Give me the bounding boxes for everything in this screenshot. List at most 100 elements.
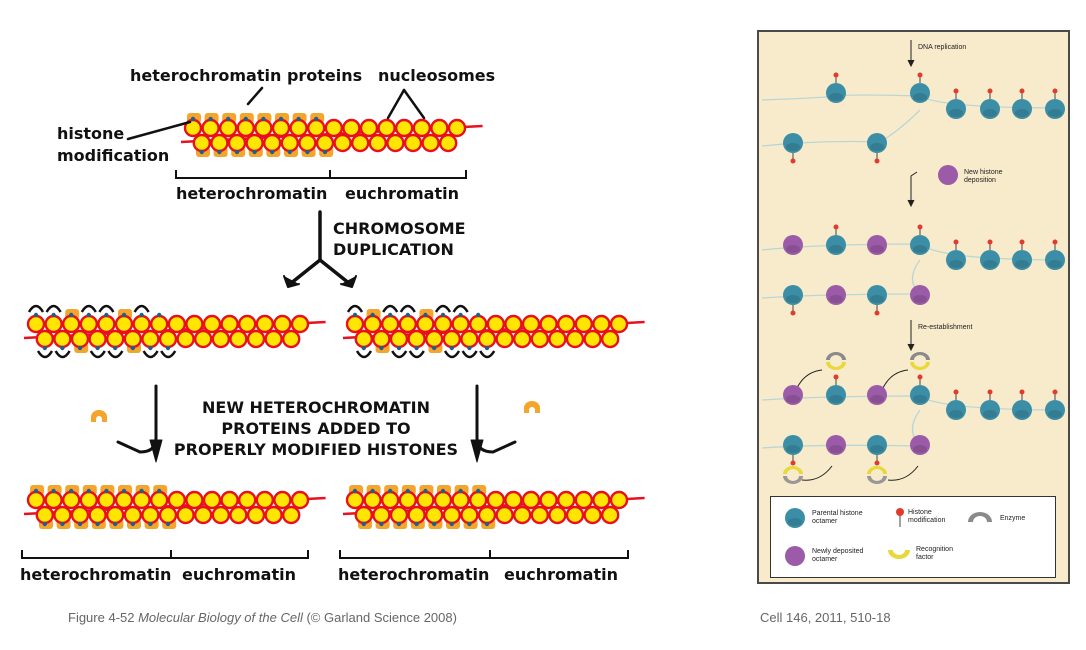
histone-modification <box>1019 389 1025 395</box>
histone-modification-mark <box>379 345 384 351</box>
empty-binding-site <box>479 350 496 359</box>
histone-inheritance-panel <box>757 30 1070 584</box>
nucleosome <box>359 118 379 138</box>
enzyme <box>826 352 846 360</box>
nucleosome <box>290 490 310 510</box>
nucleosome <box>351 133 370 153</box>
empty-binding-site <box>89 350 106 359</box>
empty-binding-site <box>408 350 425 359</box>
nucleosome <box>324 118 343 138</box>
recognition-factor <box>867 466 887 474</box>
parental-octamer <box>910 83 930 103</box>
parental-octamer <box>826 83 846 103</box>
histone-modification-mark <box>379 521 384 527</box>
enzyme <box>783 476 803 484</box>
empty-binding-site <box>452 304 469 313</box>
nucleosome <box>539 490 558 510</box>
histone-modification-mark <box>148 521 153 527</box>
histone-modification-mark <box>33 312 39 318</box>
empty-binding-site <box>36 350 54 359</box>
label-new-proteins-added: NEW HETEROCHROMATIN PROTEINS ADDED TO PR… <box>173 398 459 459</box>
label-euchromatin-top: euchromatin <box>345 184 459 203</box>
nucleosome <box>264 505 283 525</box>
histone-modification-mark <box>414 521 419 527</box>
duplication-arrowhead-left <box>283 275 300 288</box>
label-heterochromatin-proteins: heterochromatin proteins <box>130 66 363 85</box>
nucleosome <box>486 314 505 334</box>
nucleosome <box>368 133 387 153</box>
legend-label-parental: Parental histone octamer <box>812 510 863 525</box>
nucleosome <box>237 490 257 510</box>
nucleosome <box>185 314 204 334</box>
histone-modification-mark <box>476 312 481 318</box>
histone-modification-mark <box>388 488 393 494</box>
histone-modification-mark <box>405 488 410 494</box>
nucleosome <box>513 329 532 349</box>
label-re-establishment: Re-establishment <box>918 324 973 331</box>
histone-modification-mark <box>467 345 472 351</box>
histone-modification <box>987 389 993 395</box>
duplication-arrow-right <box>318 258 352 286</box>
label-new-histone-deposition: New histone deposition <box>964 169 1003 184</box>
nucleosome <box>282 505 301 525</box>
nucleosome <box>237 314 257 334</box>
arrowhead-left-down <box>149 439 163 463</box>
histone-modification-mark <box>157 488 162 494</box>
parental-octamer <box>1045 250 1065 270</box>
recognition-factor <box>826 362 846 370</box>
histone-modification-mark <box>261 116 266 122</box>
histone-modification <box>917 374 923 380</box>
parental-octamer <box>826 235 846 255</box>
histone-inheritance-diagram <box>761 40 1066 484</box>
nucleosome <box>229 329 248 349</box>
nucleosome <box>592 314 611 334</box>
nucleosome <box>273 490 292 510</box>
parental-octamer <box>980 400 1000 420</box>
nucleosome <box>609 490 629 510</box>
right-figure-caption: Cell 146, 2011, 510-18 <box>760 610 891 625</box>
nucleosome <box>211 505 231 525</box>
histone-modification <box>1052 239 1058 245</box>
histone-modification-mark <box>296 116 301 122</box>
nucleosome <box>495 329 514 349</box>
histone-modification-mark <box>77 345 83 351</box>
parental-octamer <box>910 235 930 255</box>
legend-symbols <box>785 508 992 566</box>
label-euchromatin-bottom-left: euchromatin <box>182 565 296 584</box>
nucleosome <box>530 329 549 349</box>
histone-modification-mark <box>440 488 446 494</box>
pointer-histone-modification <box>126 120 192 141</box>
histone-modification-mark <box>95 345 100 351</box>
heterochromatin-diagram <box>21 86 645 559</box>
histone-modification-mark <box>217 149 222 155</box>
parental-octamer <box>1012 99 1032 119</box>
parental-octamer <box>1045 400 1065 420</box>
histone-modification-mark <box>130 521 135 527</box>
histone-modification <box>917 72 923 78</box>
nucleosome <box>167 490 187 510</box>
histone-modification-mark <box>396 345 402 351</box>
histone-modification <box>874 310 880 316</box>
pointer-nucleosome-1 <box>386 88 406 120</box>
legend-newly-deposited-icon <box>785 546 805 566</box>
nucleosome <box>176 505 195 525</box>
histone-modification-mark <box>208 116 213 122</box>
parental-octamer <box>783 133 803 153</box>
empty-binding-site <box>355 350 373 359</box>
label-heterochromatin-top: heterochromatin <box>176 184 328 203</box>
nucleosome <box>548 505 567 525</box>
newly-deposited-octamer <box>783 385 803 405</box>
histone-modification-mark <box>121 488 127 494</box>
legend-enzyme-icon <box>968 512 992 522</box>
nucleosome <box>377 118 396 138</box>
histone-modification-mark <box>278 116 284 122</box>
histone-modification-mark <box>86 488 92 494</box>
recognition-factor <box>910 362 930 370</box>
enzyme <box>867 476 887 484</box>
histone-modification-mark <box>69 312 74 318</box>
legend-label-recognition-factor: Recognition factor <box>916 546 953 561</box>
histone-modification-mark <box>423 488 428 494</box>
duplication-arrow-left <box>288 258 322 286</box>
histone-modification <box>953 239 959 245</box>
histone-modification-mark <box>190 116 196 122</box>
